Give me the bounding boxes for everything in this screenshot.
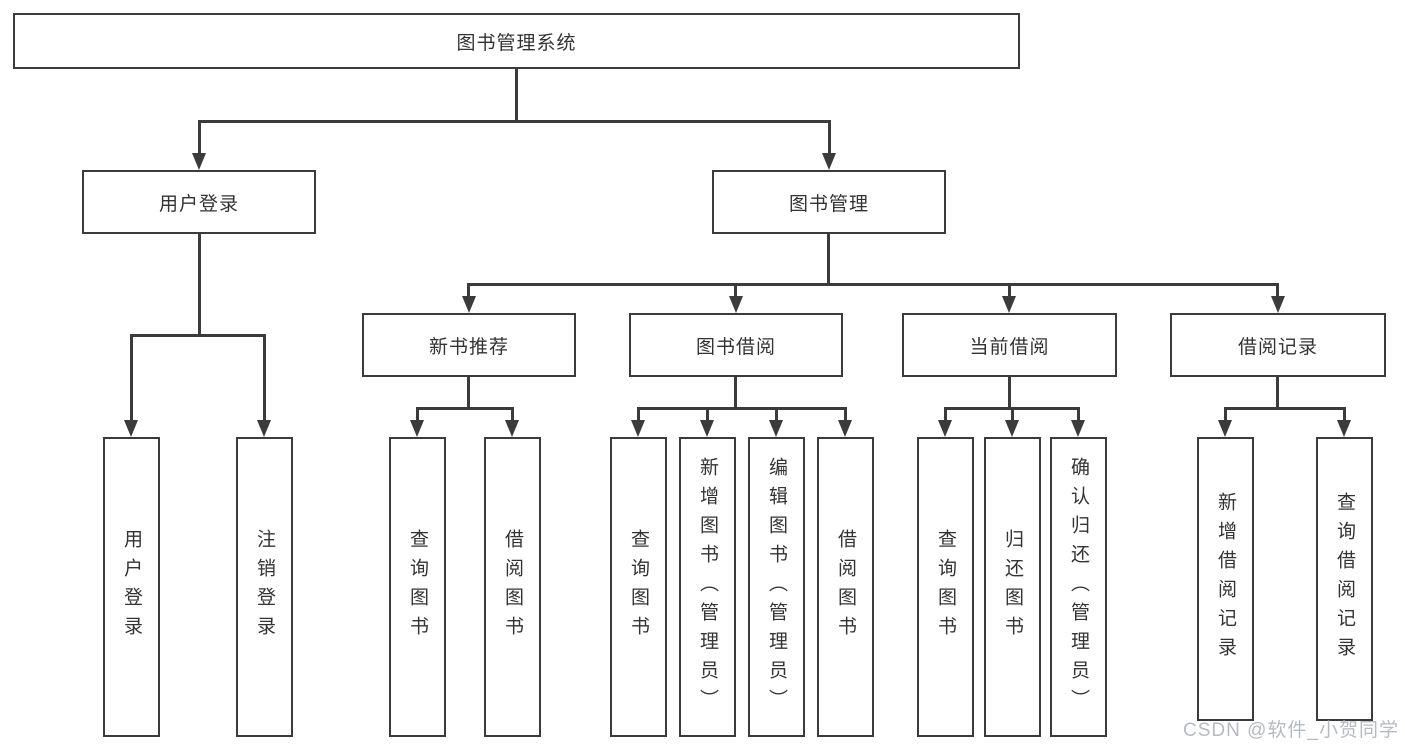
node-label: 图书借阅 [695,336,776,358]
arrow-down-icon [729,296,743,313]
arrow-down-icon [124,420,138,437]
connector-line [467,283,1279,286]
arrow-down-icon [257,420,271,437]
connector-line [130,334,133,423]
node-label: 借阅图书 [835,529,856,645]
node-label: 借阅记录 [1237,336,1318,358]
node-label: 用户登录 [158,193,239,215]
leaf-records-query-record: 查询借阅记录 [1316,437,1373,721]
connector-line [734,283,737,299]
connector-line [467,377,470,410]
arrow-down-icon [1271,296,1285,313]
node-book-borrowing: 图书借阅 [629,313,843,377]
arrow-down-icon [1218,420,1232,437]
connector-line [198,120,830,123]
arrow-down-icon [1002,296,1016,313]
node-label: 图书管理 [788,193,869,215]
arrow-down-icon [769,420,783,437]
connector-line [416,407,419,423]
connector-line [1011,407,1014,423]
node-new-book-recommend: 新书推荐 [362,313,576,377]
connector-line [1343,407,1346,423]
leaf-borrow-query-books: 查询图书 [610,437,667,737]
connector-line [1008,283,1011,299]
connector-line [775,407,778,423]
node-label: 用户登录 [121,529,142,645]
node-label: 图书管理系统 [456,32,577,54]
leaf-current-confirm-return-admin: 确认归还（管理员） [1050,437,1107,737]
leaf-recommend-borrow-books: 借阅图书 [484,437,541,737]
node-label: 当前借阅 [969,336,1050,358]
arrow-down-icon [838,420,852,437]
connector-line [1276,377,1279,410]
arrow-down-icon [410,420,424,437]
arrow-down-icon [1071,420,1085,437]
arrow-down-icon [1005,420,1019,437]
leaf-logout: 注销登录 [236,437,293,737]
node-book-management: 图书管理 [712,170,946,234]
arrow-down-icon [192,153,206,170]
connector-line [844,407,847,423]
connector-line [1276,283,1279,299]
node-label: 查询借阅记录 [1334,492,1355,666]
node-label: 归还图书 [1002,529,1023,645]
connector-line [515,69,518,123]
connector-line [511,407,514,423]
leaf-records-add-record: 新增借阅记录 [1197,437,1254,721]
connector-line [130,334,266,337]
connector-line [467,283,470,299]
connector-line [1224,407,1227,423]
connector-line [198,120,201,156]
connector-line [1224,407,1346,410]
arrow-down-icon [822,153,836,170]
arrow-down-icon [700,420,714,437]
node-label: 查询图书 [407,529,428,645]
connector-line [827,234,830,286]
connector-line [416,407,514,410]
node-user-login: 用户登录 [82,170,316,234]
watermark: CSDN @软件_小贺同学 [1183,720,1399,741]
connector-line [734,377,737,410]
node-label: 借阅图书 [502,529,523,645]
leaf-borrow-add-books-admin: 新增图书（管理员） [679,437,736,737]
node-library-system: 图书管理系统 [13,13,1020,69]
connector-line [828,120,831,156]
arrow-down-icon [1337,420,1351,437]
node-label: 查询图书 [628,529,649,645]
node-label: 查询图书 [935,529,956,645]
node-label: 注销登录 [254,529,275,645]
leaf-borrow-edit-books-admin: 编辑图书（管理员） [748,437,805,737]
arrow-down-icon [631,420,645,437]
leaf-user-login: 用户登录 [103,437,160,737]
node-label: 编辑图书（管理员） [766,456,787,718]
arrow-down-icon [462,296,476,313]
node-label: 新书推荐 [428,336,509,358]
arrow-down-icon [938,420,952,437]
leaf-current-query-books: 查询图书 [917,437,974,737]
node-label: 新增图书（管理员） [697,456,718,718]
connector-line [637,407,847,410]
node-current-borrowing: 当前借阅 [902,313,1117,377]
connector-line [1077,407,1080,423]
node-borrowing-records: 借阅记录 [1170,313,1386,377]
connector-line [1008,377,1011,410]
node-label: 新增借阅记录 [1215,492,1236,666]
leaf-current-return-books: 归还图书 [984,437,1041,737]
connector-line [198,234,201,337]
node-label: 确认归还（管理员） [1068,456,1089,718]
leaf-recommend-query-books: 查询图书 [389,437,446,737]
leaf-borrow-borrow-books: 借阅图书 [817,437,874,737]
arrow-down-icon [505,420,519,437]
connector-line [263,334,266,423]
connector-line [944,407,947,423]
connector-line [706,407,709,423]
connector-line [637,407,640,423]
